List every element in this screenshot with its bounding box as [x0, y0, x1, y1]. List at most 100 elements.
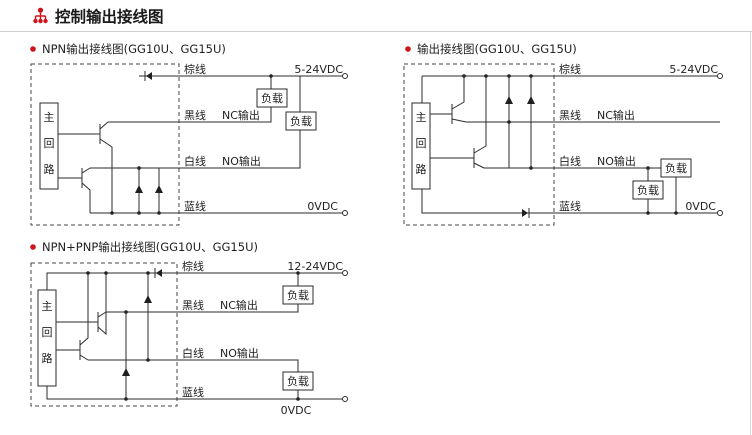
no-output-label: NO输出: [597, 154, 636, 168]
black-wire-label: 黑线: [182, 298, 204, 312]
transistor-q1: [58, 121, 113, 213]
load-box-no: [632, 180, 664, 200]
junction-dot: [507, 120, 511, 124]
transistor-q2: [430, 76, 487, 169]
supply-voltage-label: 12-24VDC: [287, 260, 343, 273]
transistor-q1: [56, 273, 107, 336]
section-bullet: [30, 46, 36, 52]
npn-pnp-output-diagram: NPN+PNP输出接线图(GG10U、GG15U) 主 回 路: [30, 240, 348, 417]
transistor-q1: [430, 76, 467, 124]
header: 控制输出接线图: [0, 7, 752, 32]
load-box-no: [282, 371, 314, 391]
load-label: 负载: [290, 114, 312, 128]
main-circuit-char: 回: [44, 137, 55, 150]
junction-dot: [529, 74, 533, 78]
white-wire-label: 白线: [182, 346, 204, 360]
load-label: 负载: [261, 91, 283, 105]
junction-dot: [296, 397, 300, 401]
black-wire-label: 黑线: [559, 108, 581, 122]
main-circuit-char: 路: [42, 352, 53, 365]
main-circuit-char: 路: [416, 163, 427, 176]
junction-dot: [296, 271, 300, 275]
ground-label: 0VDC: [685, 200, 716, 213]
junction-dot: [507, 74, 511, 78]
junction-dot: [674, 211, 678, 215]
black-wire: [108, 107, 272, 123]
black-wire-label: 黑线: [184, 108, 206, 122]
supply-terminal: [342, 270, 348, 276]
reverse-diode: [522, 209, 528, 217]
junction-dot: [462, 74, 466, 78]
section-bullet: [405, 46, 411, 52]
protection-diode-leads: [125, 273, 149, 399]
white-wire-label: 白线: [559, 154, 581, 168]
main-circuit-char: 路: [44, 163, 55, 176]
blue-wire-label: 蓝线: [559, 199, 581, 213]
main-circuit-char: 主: [44, 111, 55, 124]
white-wire-label: 白线: [184, 154, 206, 168]
brown-wire-label: 棕线: [184, 62, 206, 76]
sensor-boundary: [403, 63, 555, 226]
white-wire: [88, 359, 299, 372]
junction-dot: [146, 271, 150, 275]
supply-terminal: [717, 73, 723, 79]
blue-wire-label: 蓝线: [184, 199, 206, 213]
load-label: 负载: [287, 288, 309, 302]
blue-wire: [421, 189, 720, 214]
junction-dot: [124, 310, 128, 314]
load-label: 负载: [637, 183, 659, 197]
nc-output-label: NC输出: [597, 108, 635, 122]
load-box-nc: [660, 158, 692, 178]
blue-wire-label: 蓝线: [182, 385, 204, 399]
reverse-diode: [156, 269, 162, 277]
nc-output-label: NC输出: [220, 298, 258, 312]
ground-terminal: [717, 210, 723, 216]
reverse-diode: [146, 72, 152, 80]
main-circuit-char: 主: [42, 300, 53, 313]
main-circuit-char: 主: [416, 111, 427, 124]
diagram-title: NPN+PNP输出接线图(GG10U、GG15U): [42, 240, 258, 254]
load-box-nc: [256, 88, 288, 108]
supply-voltage-label: 5-24VDC: [294, 63, 343, 76]
junction-dot: [529, 166, 533, 170]
junction-dot: [110, 211, 114, 215]
brown-wire-label: 棕线: [559, 62, 581, 76]
load-return: [647, 176, 677, 213]
brown-wire-label: 棕线: [182, 259, 204, 273]
sensor-boundary: [30, 63, 180, 226]
supply-terminal: [342, 73, 348, 79]
sensor-boundary: [30, 262, 178, 407]
main-circuit-block: [39, 102, 59, 190]
main-circuit-char: 回: [416, 137, 427, 150]
junction-dot: [137, 166, 141, 170]
transistor-q2: [58, 167, 91, 213]
junction-dot: [484, 74, 488, 78]
junction-dot: [86, 271, 90, 275]
white-wire: [90, 130, 301, 169]
junction-dot: [157, 211, 161, 215]
protection-diode-leads: [138, 168, 160, 213]
protection-diode: [155, 185, 163, 193]
junction-dot: [104, 271, 108, 275]
load-box-no: [285, 111, 317, 131]
ground-label: 0VDC: [281, 404, 312, 417]
brown-wire: [46, 272, 345, 290]
transistor-q2: [56, 273, 89, 361]
diagram-title: NPN输出接线图(GG10U、GG15U): [42, 42, 226, 56]
load-box-nc: [282, 285, 314, 305]
protection-diode: [135, 185, 143, 193]
protection-diode: [505, 96, 513, 104]
blue-wire: [46, 386, 345, 400]
protection-diode: [527, 96, 535, 104]
junction-dot: [269, 74, 273, 78]
protection-diode: [144, 295, 152, 303]
output-diagram: 输出接线图(GG10U、GG15U) 主 回 路: [403, 42, 723, 226]
no-output-label: NO输出: [222, 154, 261, 168]
junction-dot: [124, 397, 128, 401]
junction-dot: [646, 211, 650, 215]
protection-diode: [122, 368, 130, 376]
junction-dot: [137, 211, 141, 215]
network-hierarchy-icon: [33, 7, 48, 24]
